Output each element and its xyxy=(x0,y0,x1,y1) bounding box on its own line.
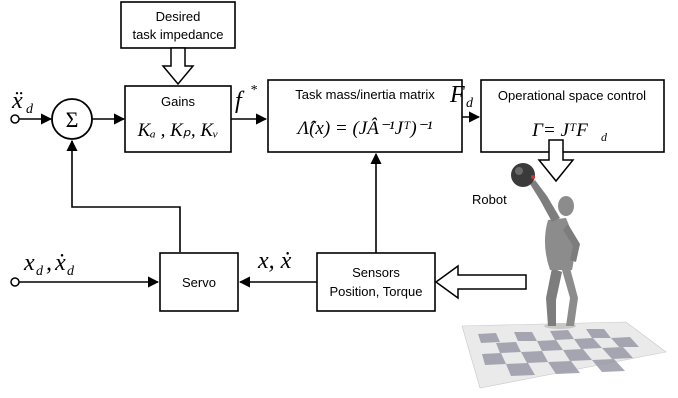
summing-junction: Σ xyxy=(51,98,93,140)
servo-title: Servo xyxy=(182,275,216,290)
signal-fstar-label: f * xyxy=(235,83,257,114)
gains-block: Gains Kₐ , Kₚ, Kᵥ xyxy=(124,85,232,153)
impedance-block: Desired task impedance xyxy=(120,1,236,49)
operational-to-robot-hollow-arrow xyxy=(537,139,575,183)
svg-text:ẋ: ẋ xyxy=(54,250,66,276)
sensors-block: Sensors Position, Torque xyxy=(316,252,436,312)
robot-figure xyxy=(511,163,580,329)
svg-text:F: F xyxy=(449,82,465,108)
robot-to-sensors-hollow-arrow xyxy=(434,264,527,300)
servo-to-sum-feedback-arrow xyxy=(66,139,181,252)
signal-x-xdot-label: x, ẋ xyxy=(257,248,292,274)
servo-block: Servo xyxy=(159,252,239,312)
svg-text:ẍ: ẍ xyxy=(11,88,23,114)
impedance-to-gains-hollow-arrow xyxy=(161,47,195,86)
operational-formula-sub: d xyxy=(601,130,608,144)
sum-symbol: Σ xyxy=(66,107,79,132)
svg-text:f: f xyxy=(235,88,245,114)
impedance-label-2: task impedance xyxy=(132,27,223,42)
sensors-label-2: Position, Torque xyxy=(330,284,423,299)
mass-matrix-block: Task mass/inertia matrix Λ̂(x) = (JÂ⁻¹Jᵀ… xyxy=(267,79,463,153)
mass-matrix-formula: Λ̂(x) = (JÂ⁻¹Jᵀ)⁻¹ xyxy=(296,117,433,139)
svg-text:,: , xyxy=(46,250,52,276)
operational-title: Operational space control xyxy=(498,88,646,103)
signal-xd-label: x d , ẋ d xyxy=(23,250,75,279)
gains-formula: Kₐ , Kₚ, Kᵥ xyxy=(137,120,219,141)
svg-text:d: d xyxy=(67,264,75,279)
impedance-label-1: Desired xyxy=(156,9,201,24)
mass-matrix-title: Task mass/inertia matrix xyxy=(295,87,435,102)
gains-title: Gains xyxy=(161,94,195,109)
svg-text:x: x xyxy=(23,250,35,276)
svg-text:d: d xyxy=(36,264,44,279)
robot-label: Robot xyxy=(472,192,507,207)
svg-text:*: * xyxy=(250,83,257,98)
operational-formula: Γ= JᵀF xyxy=(531,120,588,141)
input-terminal-xd xyxy=(10,277,20,287)
sensors-label-1: Sensors xyxy=(352,265,400,280)
signal-xdd-label: ẍ d xyxy=(11,88,34,117)
operational-block: Operational space control Γ= JᵀF d xyxy=(480,79,665,153)
signal-Fd-label: F d xyxy=(449,82,474,111)
checkered-floor xyxy=(461,321,667,389)
input-terminal-xdd xyxy=(10,114,20,124)
svg-text:d: d xyxy=(26,102,34,117)
svg-text:d: d xyxy=(466,96,474,111)
